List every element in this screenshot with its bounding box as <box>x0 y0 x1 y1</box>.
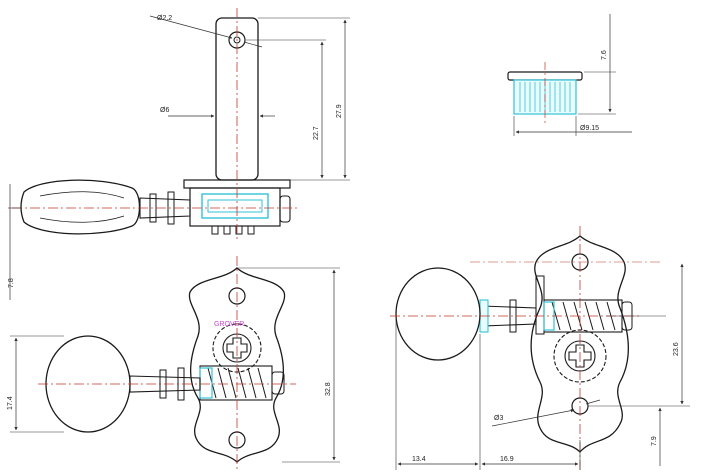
cyan-gear-cover <box>201 193 269 219</box>
front-view-left: GROVER 17.4 32.8 <box>7 256 340 470</box>
dim-post-dia: Ø6 <box>160 107 169 114</box>
phillips-cross-right <box>568 344 592 368</box>
dim-hole-dia: Ø2.2 <box>157 15 172 22</box>
dim-bushing-height: 7.6 <box>601 50 608 60</box>
top-view: Ø2.2 Ø6 22.7 27.9 7.8 <box>8 8 350 300</box>
dim-hole-span: 23.6 <box>673 342 680 356</box>
dim-overall-height: 27.9 <box>336 104 343 118</box>
tuner-knob-oval <box>395 267 481 361</box>
brand-mark: GROVER <box>214 321 244 328</box>
gear-teeth <box>211 226 255 235</box>
dim-inner-height: 22.7 <box>313 126 320 140</box>
dim-hole-to-center: 7.9 <box>651 436 658 446</box>
dim-bushing-dia: Ø9.15 <box>580 125 599 132</box>
dim-knob-width: 13.4 <box>412 456 426 463</box>
worm-gear <box>199 365 273 401</box>
tuner-button-side <box>20 179 141 235</box>
dim-center-offset: 16.9 <box>500 456 514 463</box>
dim-button-height: 17.4 <box>7 396 14 410</box>
bushing-knurl <box>519 82 571 112</box>
front-view-right: Ø3 13.4 16.9 23.6 7.9 <box>390 226 690 470</box>
dim-button-offset: 7.8 <box>8 278 15 288</box>
dim-front-overall-height: 32.8 <box>325 382 332 396</box>
dim-screw-hole: Ø3 <box>494 415 503 422</box>
worm-shaft <box>139 197 191 219</box>
phillips-cross <box>226 337 248 359</box>
bushing-view: 7.6 Ø9.15 <box>507 14 632 136</box>
